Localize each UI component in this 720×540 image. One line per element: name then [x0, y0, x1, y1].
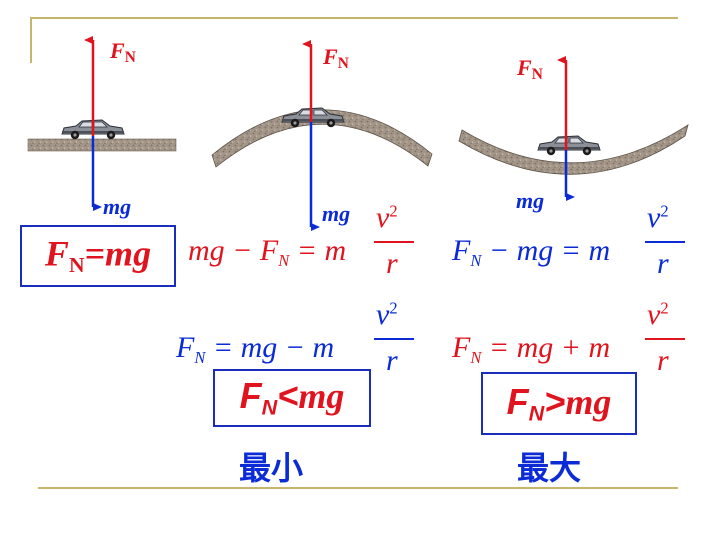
convex-result-box: FN<mg	[213, 369, 371, 427]
concave-caption: 最大	[517, 449, 582, 487]
weight-label-convex: mg	[322, 201, 351, 226]
convex-equation-2: FN = mg − m	[176, 331, 335, 367]
weight-label-concave: mg	[516, 188, 545, 213]
flat-result: FN=mg	[44, 233, 152, 277]
normal-force-label-flat: FN	[110, 38, 136, 66]
normal-force-label-concave: FN	[517, 55, 543, 83]
concave-result: FN>mg	[506, 380, 612, 425]
flat-road-scene	[27, 36, 177, 211]
left-rule	[30, 17, 32, 63]
concave-equation-2: FN = mg + m	[452, 331, 611, 367]
weight-label-flat: mg	[103, 194, 132, 219]
convex-result: FN<mg	[239, 374, 345, 420]
car-concave-icon	[537, 135, 601, 156]
bottom-rule	[38, 487, 678, 489]
top-rule	[30, 17, 678, 19]
concave-road	[458, 124, 689, 175]
flat-result-box: FN=mg	[20, 225, 176, 287]
flat-road	[27, 138, 177, 152]
normal-force-label-convex: FN	[323, 44, 349, 72]
convex-caption: 最小	[239, 449, 304, 487]
concave-result-box: FN>mg	[481, 372, 637, 435]
concave-equation-1: FN − mg = m	[452, 234, 611, 270]
concave-road-scene	[458, 56, 689, 201]
convex-road	[211, 109, 433, 168]
convex-road-scene	[211, 40, 433, 231]
convex-equation-1: mg − FN = m	[188, 234, 347, 270]
